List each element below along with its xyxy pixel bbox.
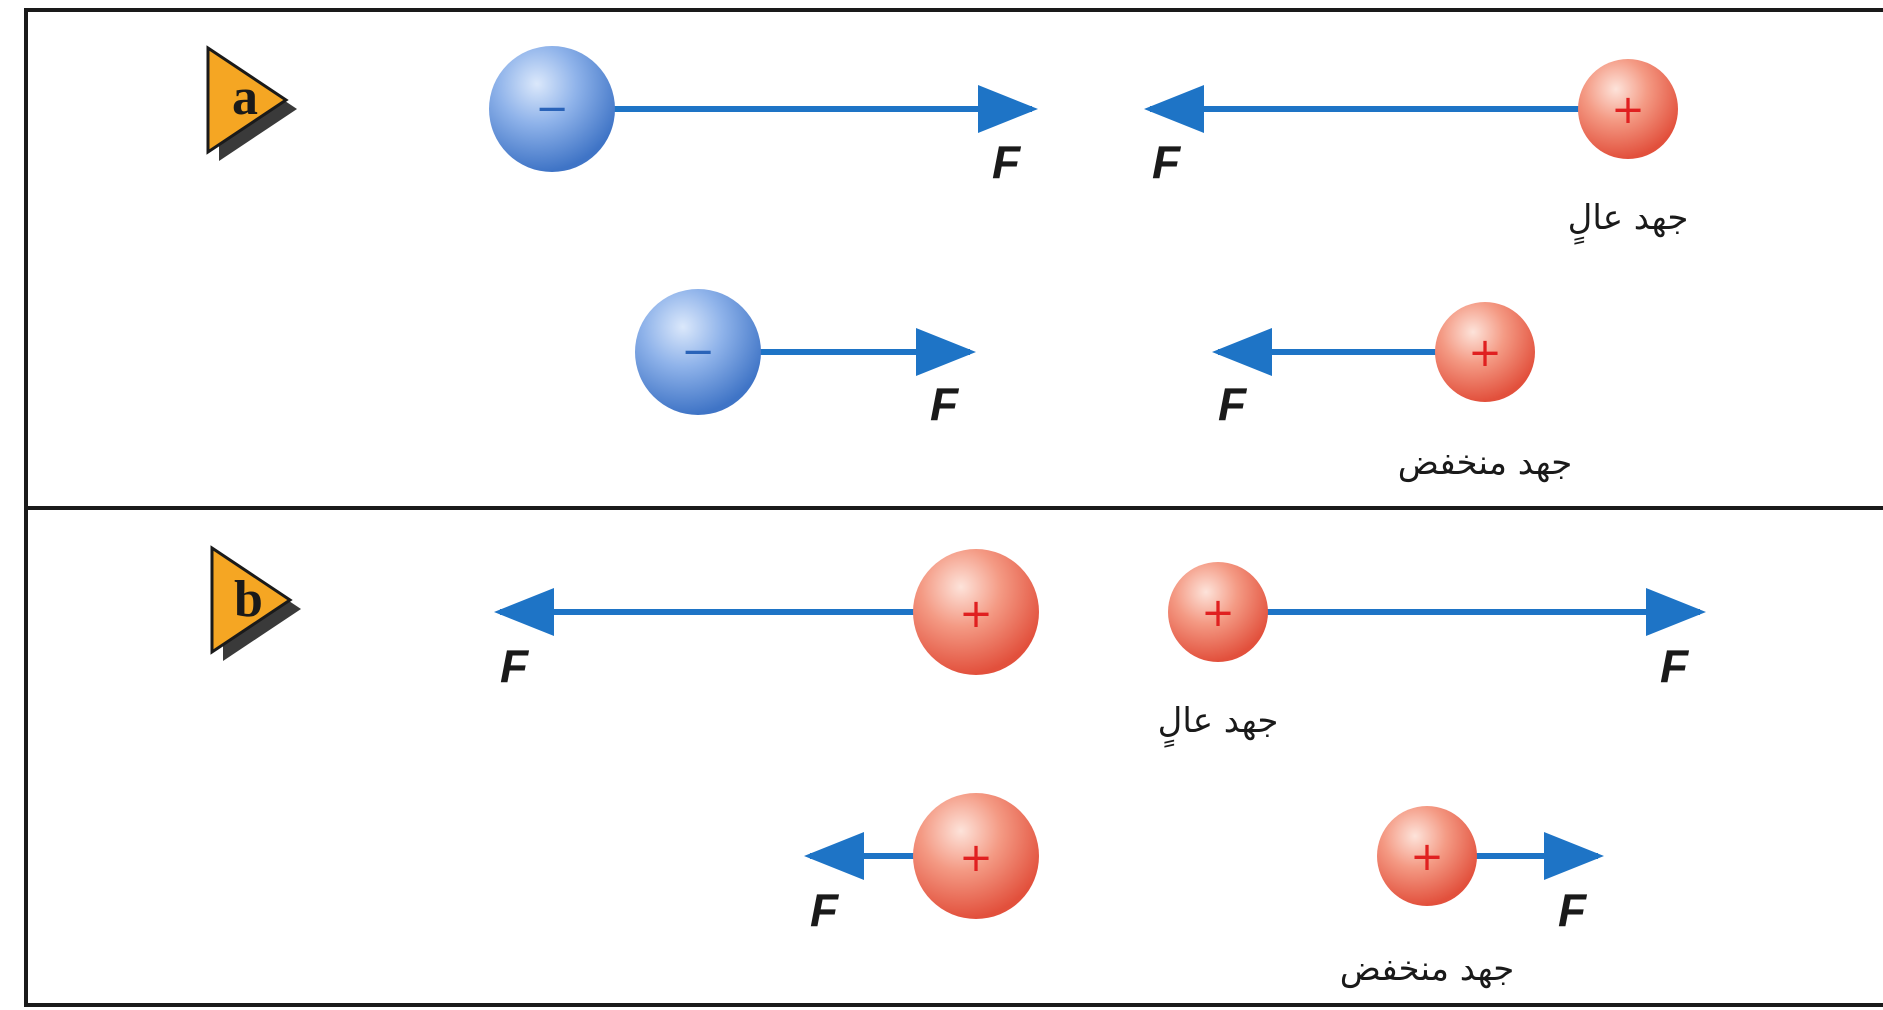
high-potential-caption: جهد عالٍ [1568,198,1689,245]
charge-sign: − [681,329,715,375]
force-label: F [1218,378,1248,430]
panel-a-letter: a [232,69,258,126]
low-potential-caption: جهد منخفض [1398,443,1573,483]
low-potential-caption: جهد منخفض [1340,949,1515,989]
charge-sign: + [959,835,993,881]
charge-sign: + [1468,330,1502,376]
panel-b-badge: b [212,548,301,661]
charge-sign: + [1201,590,1235,636]
force-label: F [1152,136,1182,188]
panel-b-letter: b [234,571,263,628]
force-label: F [930,378,960,430]
high-potential-caption: جهد عالٍ [1158,701,1279,748]
charge-sign: − [535,86,569,132]
panel-a-row-2: − F + F جهد منخفض [635,289,1572,483]
panel-a: a − F + F جهد عالٍ − F + F جهد منخفض [208,46,1688,483]
force-label: F [1660,640,1690,692]
force-label: F [810,884,840,936]
panel-a-badge: a [208,48,297,161]
panel-b-row-1: + F + F جهد عالٍ [500,549,1700,748]
force-label: F [1558,884,1588,936]
charge-sign: + [1410,834,1444,880]
force-label: F [500,640,530,692]
panel-b: b + F + F جهد عالٍ + F + F جهد منخفض [212,548,1700,989]
panel-b-row-2: + F + F جهد منخفض [810,793,1598,989]
panel-a-row-1: − F + F جهد عالٍ [489,46,1688,245]
charge-sign: + [959,591,993,637]
force-label: F [992,136,1022,188]
charge-sign: + [1611,87,1645,133]
